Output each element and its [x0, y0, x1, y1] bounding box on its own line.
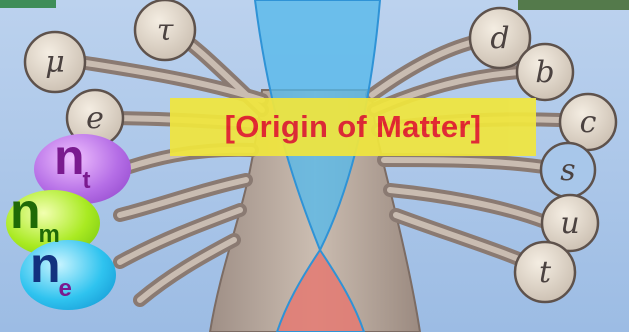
quark-ball-s: s [541, 143, 595, 197]
quark-ball-t: t [515, 242, 575, 302]
quark-label-c: c [580, 105, 597, 140]
corner-photo-right [518, 0, 629, 10]
quark-label-d: d [490, 21, 509, 56]
neutrino-symbol: n [10, 183, 41, 239]
quark-label-t: t [539, 255, 552, 290]
quark-label-s: s [560, 153, 575, 188]
quark-ball-b: b [517, 44, 573, 100]
neutrino-label-tau: nt [54, 132, 93, 182]
lepton-label-tau: τ [157, 13, 174, 48]
neutrino-subscript: t [83, 167, 91, 194]
neutrino-subscript: e [59, 275, 72, 302]
quark-label-u: u [560, 206, 579, 241]
neutrino-label-mu: nm [10, 186, 62, 236]
quark-label-b: b [535, 55, 554, 90]
corner-photo-left [0, 0, 56, 8]
neutrino-symbol: n [30, 237, 61, 293]
quark-ball-c: c [560, 94, 616, 150]
neutrino-symbol: n [54, 129, 85, 185]
lepton-ball-mu: μ [25, 32, 85, 92]
lepton-label-e: e [86, 101, 104, 136]
lepton-label-mu: μ [45, 45, 65, 80]
neutrino-label-e: ne [30, 240, 74, 290]
title-text: [Origin of Matter] [225, 109, 482, 145]
title-banner: [Origin of Matter] [170, 98, 536, 156]
lepton-ball-tau: τ [135, 0, 195, 60]
